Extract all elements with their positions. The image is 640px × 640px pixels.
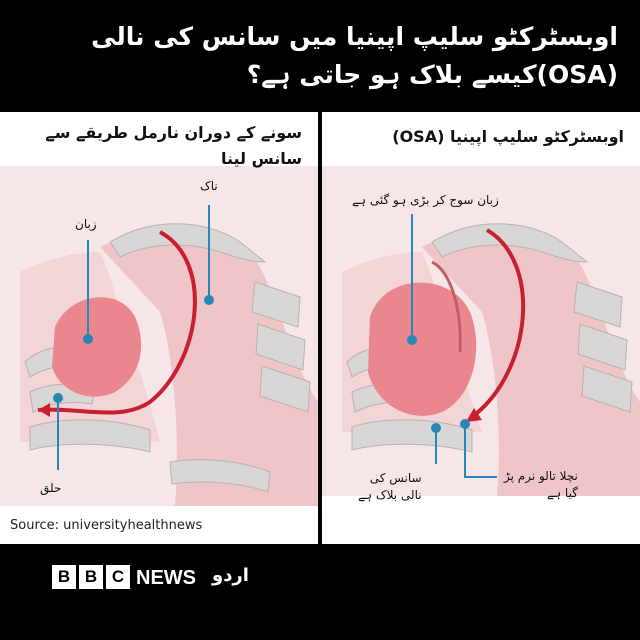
throat-label-dot (53, 393, 63, 403)
news-wordmark: NEWS (136, 567, 196, 589)
airway-blocked-label-line2: نالی بلاک ہے (358, 488, 422, 502)
airflow-arrowhead (38, 403, 50, 417)
osa-panel: اوبسٹرکٹو سلیپ اپینیا (OSA) زبان سوج کر … (322, 112, 640, 544)
soft-palate-label-line (464, 424, 497, 478)
skull-bone (431, 223, 589, 263)
normal-breathing-title: سونے کے دوران نارمل طریقے سے سانس لینا (12, 120, 302, 172)
blocked-airflow-arrow (470, 228, 526, 419)
normal-breathing-title-line1: سونے کے دوران نارمل طریقے سے (45, 123, 302, 142)
bbc-logo: B B C (52, 565, 130, 589)
source-credit: Source: universityhealthnews (10, 518, 203, 533)
neck-bones (29, 419, 271, 493)
page-title-line2: (OSA)کیسے بلاک ہو جاتی ہے؟ (246, 60, 618, 89)
spine (251, 281, 311, 413)
bbc-logo-letter-3: C (106, 565, 130, 589)
osa-airway-diagram (322, 166, 640, 496)
blocked-airflow-arrowhead (466, 408, 482, 422)
normal-airway-diagram (0, 166, 318, 506)
normal-breathing-title-line2: سانس لینا (220, 149, 302, 168)
soft-palate-label-line1: نچلا تالو نرم پڑ (504, 469, 578, 483)
swollen-tongue-label-dot (407, 335, 417, 345)
bbc-logo-letter-1: B (52, 565, 76, 589)
page-title: اوبسٹرکٹو سلیپ اپینیا میں سانس کی نالی (… (18, 18, 618, 94)
bbc-logo-letter-2: B (79, 565, 103, 589)
airflow-arrow (37, 230, 197, 415)
airway-blocked-label-line1: سانس کی (369, 471, 422, 485)
swollen-tongue-shape (368, 282, 477, 416)
nose-label: ناک (200, 179, 218, 193)
airway-blocked-label: سانس کی نالی بلاک ہے (358, 470, 422, 504)
soft-palate (431, 260, 462, 353)
throat-label: حلق (40, 481, 62, 495)
swollen-tongue-label: زبان سوج کر بڑی ہو گئی ہے (352, 193, 499, 207)
soft-palate-label: نچلا تالو نرم پڑ گیا ہے (504, 468, 578, 502)
neck-bones (351, 419, 473, 453)
soft-palate-label-dot (460, 419, 470, 429)
footer: B B C NEWS اردو (0, 544, 640, 640)
spine (573, 281, 633, 413)
soft-palate-label-line2: گیا ہے (547, 486, 578, 500)
skull-bone (109, 223, 267, 263)
header: اوبسٹرکٹو سلیپ اپینیا میں سانس کی نالی (… (0, 0, 640, 112)
airway-blocked-label-dot (431, 423, 441, 433)
tongue-label: زبان (75, 217, 97, 231)
nose-label-dot (204, 295, 214, 305)
normal-breathing-panel: سونے کے دوران نارمل طریقے سے سانس لینا ن… (0, 112, 318, 544)
tongue-label-dot (83, 334, 93, 344)
osa-title: اوبسٹرکٹو سلیپ اپینیا (OSA) (392, 127, 624, 146)
page-title-line1: اوبسٹرکٹو سلیپ اپینیا میں سانس کی نالی (91, 22, 618, 51)
urdu-wordmark: اردو (212, 565, 249, 586)
tongue-shape (52, 297, 142, 397)
